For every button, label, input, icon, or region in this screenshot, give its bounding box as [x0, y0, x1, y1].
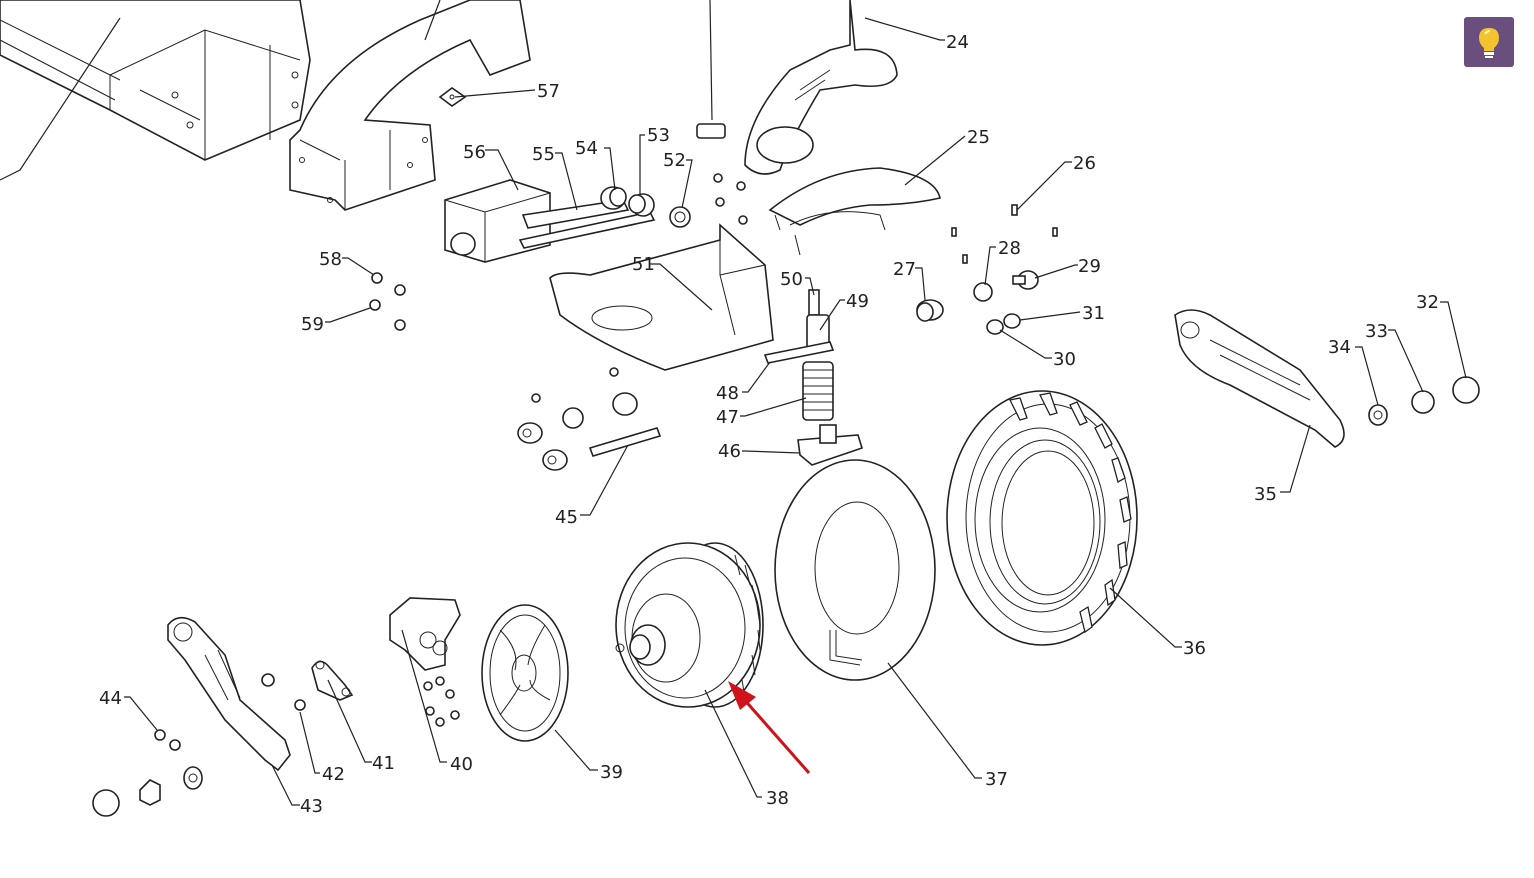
label-28: 28 — [998, 238, 1021, 259]
small-screws-top — [713, 173, 748, 225]
label-34: 34 — [1328, 337, 1351, 358]
label-32: 32 — [1416, 292, 1439, 313]
label-56: 56 — [463, 142, 486, 163]
label-47: 47 — [716, 407, 739, 428]
part-43: 43 — [167, 616, 323, 817]
label-42: 42 — [322, 764, 345, 785]
label-29: 29 — [1078, 256, 1101, 277]
part-37: 37 — [774, 459, 1008, 790]
label-52: 52 — [663, 150, 686, 171]
label-25: 25 — [967, 127, 990, 148]
label-27: 27 — [893, 259, 916, 280]
label-57: 57 — [537, 81, 560, 102]
parts-30-31: 31 30 — [986, 303, 1105, 370]
label-44: 44 — [99, 688, 122, 709]
part-26: 26 — [951, 153, 1096, 264]
label-53: 53 — [647, 125, 670, 146]
label-36: 36 — [1183, 638, 1206, 659]
parts-32-34: 32 33 34 — [1328, 292, 1480, 426]
label-46: 46 — [718, 441, 741, 462]
label-50: 50 — [780, 269, 803, 290]
label-58: 58 — [319, 249, 342, 270]
label-54: 54 — [575, 138, 598, 159]
suspension-assembly: 50 49 48 47 46 — [716, 269, 869, 466]
parts-41-42: 41 42 — [261, 660, 395, 785]
part-39-brake-disc: 39 — [481, 604, 623, 783]
part-38-hub-motor: 38 — [615, 542, 789, 809]
part-35: 35 — [1174, 309, 1345, 505]
label-38: 38 — [766, 788, 789, 809]
part-57: 57 — [438, 81, 560, 107]
label-55: 55 — [532, 144, 555, 165]
part-55: 55 — [518, 144, 656, 249]
label-51: 51 — [632, 254, 655, 275]
label-24: 24 — [946, 32, 969, 53]
part-52: 52 — [663, 150, 693, 228]
label-39: 39 — [600, 762, 623, 783]
parts-58-59: 58 59 — [301, 249, 406, 335]
part-25: 25 — [768, 127, 990, 256]
part-45-group: 45 — [517, 367, 662, 528]
lightbulb-icon — [1479, 28, 1499, 58]
hint-button[interactable] — [1464, 17, 1514, 67]
label-41: 41 — [372, 753, 395, 774]
label-45: 45 — [555, 507, 578, 528]
rear-fork-bracket — [289, 0, 531, 211]
label-30: 30 — [1053, 349, 1076, 370]
part-44: 44 — [92, 688, 203, 817]
label-33: 33 — [1365, 321, 1388, 342]
label-40: 40 — [450, 754, 473, 775]
highlight-arrow — [728, 681, 811, 774]
label-59: 59 — [301, 314, 324, 335]
part-36: 36 — [946, 390, 1206, 659]
part-24: 24 — [696, 0, 969, 175]
parts-27-29: 27 28 29 — [893, 238, 1101, 322]
label-26: 26 — [1073, 153, 1096, 174]
label-35: 35 — [1254, 484, 1277, 505]
part-51: 51 — [549, 223, 774, 371]
label-43: 43 — [300, 796, 323, 817]
label-48: 48 — [716, 383, 739, 404]
part-40-caliper: 40 — [389, 597, 473, 775]
label-31: 31 — [1082, 303, 1105, 324]
deck-frame — [0, 0, 311, 181]
label-37: 37 — [985, 769, 1008, 790]
parts-53-54: 54 53 — [575, 125, 670, 217]
label-49: 49 — [846, 291, 869, 312]
